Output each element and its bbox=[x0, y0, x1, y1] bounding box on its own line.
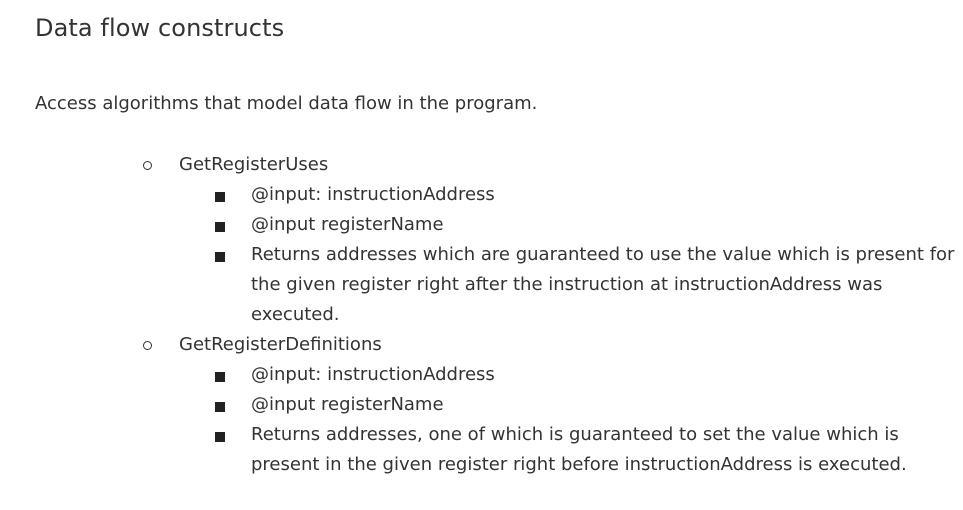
detail-text: @input: instructionAddress bbox=[251, 184, 495, 205]
detail-text: @input: instructionAddress bbox=[251, 364, 495, 385]
list-item-get-register-definitions: GetRegisterDefinitions @input: instructi… bbox=[0, 330, 963, 480]
square-bullet-icon bbox=[215, 372, 225, 382]
hollow-circle-bullet-icon bbox=[143, 161, 152, 170]
detail-item: @input: instructionAddress bbox=[0, 180, 963, 210]
detail-list: @input: instructionAddress @input regist… bbox=[0, 180, 963, 330]
detail-item: @input registerName bbox=[0, 210, 963, 240]
intro-paragraph: Access algorithms that model data flow i… bbox=[35, 93, 538, 114]
square-bullet-icon bbox=[215, 222, 225, 232]
detail-item: @input registerName bbox=[0, 390, 963, 420]
detail-list: @input: instructionAddress @input regist… bbox=[0, 360, 963, 480]
list-item-get-register-uses: GetRegisterUses @input: instructionAddre… bbox=[0, 150, 963, 330]
construct-list: GetRegisterUses @input: instructionAddre… bbox=[0, 150, 963, 480]
square-bullet-icon bbox=[215, 432, 225, 442]
detail-text: @input registerName bbox=[251, 214, 444, 235]
section-heading: Data flow constructs bbox=[35, 14, 285, 42]
detail-text: Returns addresses, one of which is guara… bbox=[251, 424, 907, 475]
detail-item: @input: instructionAddress bbox=[0, 360, 963, 390]
detail-item: Returns addresses which are guaranteed t… bbox=[0, 240, 963, 330]
hollow-circle-bullet-icon bbox=[143, 341, 152, 350]
construct-title: GetRegisterDefinitions bbox=[179, 334, 382, 355]
square-bullet-icon bbox=[215, 402, 225, 412]
construct-title: GetRegisterUses bbox=[179, 154, 329, 175]
detail-text: Returns addresses which are guaranteed t… bbox=[251, 244, 955, 325]
detail-item: Returns addresses, one of which is guara… bbox=[0, 420, 963, 480]
square-bullet-icon bbox=[215, 252, 225, 262]
detail-text: @input registerName bbox=[251, 394, 444, 415]
square-bullet-icon bbox=[215, 192, 225, 202]
